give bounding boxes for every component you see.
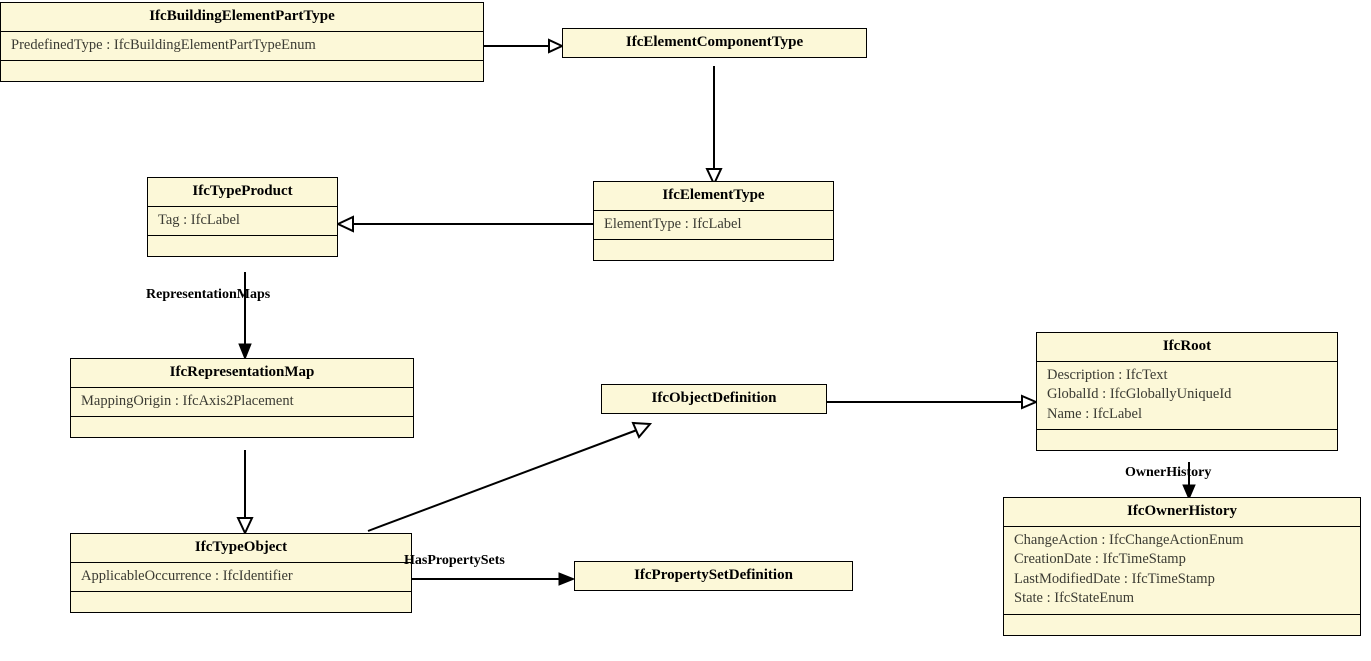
class-box-ifcpropertysetdefinition[interactable]: IfcPropertySetDefinition (574, 561, 853, 591)
class-box-ifcrepresentationmap[interactable]: IfcRepresentationMap MappingOrigin : Ifc… (70, 358, 414, 439)
edge-label-representation-maps: RepresentationMaps (146, 287, 271, 302)
class-divider (71, 591, 411, 593)
class-attributes: PredefinedType : IfcBuildingElementPartT… (1, 32, 483, 61)
class-name-ifcbuildingelementparttype: IfcBuildingElementPartType (149, 8, 335, 24)
class-operations (1004, 615, 1360, 635)
class-attribute: State : IfcStateEnum (1014, 590, 1134, 607)
class-attribute: Description : IfcText (1047, 366, 1168, 383)
class-name-ifctypeproduct: IfcTypeProduct (192, 183, 293, 199)
edge-part-to-componenttype (484, 38, 565, 54)
class-box-ifcownerhistory[interactable]: IfcOwnerHistory ChangeAction : IfcChange… (1003, 497, 1361, 636)
class-divider (1004, 525, 1360, 527)
edge-label-owner-history: OwnerHistory (1125, 465, 1212, 480)
edge-typeobject-to-objectdefinition (367, 421, 653, 532)
class-name-ifcelementcomponenttype: IfcElementComponentType (625, 34, 804, 50)
class-attribute: ChangeAction : IfcChangeActionEnum (1014, 531, 1244, 548)
class-name-ifcrepresentationmap: IfcRepresentationMap (169, 364, 315, 380)
class-attribute: PredefinedType : IfcBuildingElementPartT… (11, 36, 316, 53)
class-name-ifcroot: IfcRoot (1162, 338, 1212, 354)
class-operations (1, 61, 483, 81)
class-divider (1037, 429, 1337, 431)
class-attribute: ElementType : IfcLabel (604, 215, 742, 232)
class-divider (71, 386, 413, 388)
class-box-ifcbuildingelementparttype[interactable]: IfcBuildingElementPartType PredefinedTyp… (0, 2, 484, 83)
edge-typeobject-to-propertysetdefinition (412, 572, 576, 586)
class-attributes: ChangeAction : IfcChangeActionEnum Creat… (1004, 527, 1360, 614)
class-attribute: GlobalId : IfcGloballyUniqueId (1047, 386, 1232, 403)
class-box-ifcelementtype[interactable]: IfcElementType ElementType : IfcLabel (593, 181, 834, 262)
class-divider (71, 561, 411, 563)
class-attributes: MappingOrigin : IfcAxis2Placement (71, 388, 413, 417)
class-divider (71, 416, 413, 418)
class-name-ifcpropertysetdefinition: IfcPropertySetDefinition (634, 567, 793, 583)
class-name-ifcelementtype: IfcElementType (662, 187, 765, 203)
class-name-ifcobjectdefinition: IfcObjectDefinition (651, 390, 777, 406)
class-operations (1037, 430, 1337, 450)
class-attributes: Description : IfcText GlobalId : IfcGlob… (1037, 362, 1337, 430)
edge-elementtype-to-typeproduct (335, 215, 593, 233)
edge-representationmap-to-typeobject (236, 450, 254, 536)
class-divider (1004, 613, 1360, 615)
class-operations (71, 417, 413, 437)
class-attribute: CreationDate : IfcTimeStamp (1014, 551, 1186, 568)
class-attribute: Tag : IfcLabel (158, 211, 240, 228)
class-divider (1037, 360, 1337, 362)
class-box-ifctypeproduct[interactable]: IfcTypeProduct Tag : IfcLabel (147, 177, 338, 258)
class-divider (594, 209, 833, 211)
class-operations (148, 236, 337, 256)
class-name-ifcownerhistory: IfcOwnerHistory (1127, 503, 1237, 519)
edge-objectdefinition-to-root (827, 394, 1039, 410)
class-box-ifcroot[interactable]: IfcRoot Description : IfcText GlobalId :… (1036, 332, 1338, 452)
class-name-ifctypeobject: IfcTypeObject (194, 539, 288, 555)
class-divider (1, 60, 483, 62)
class-attributes: ElementType : IfcLabel (594, 211, 833, 240)
class-divider (1, 30, 483, 32)
class-divider (148, 205, 337, 207)
edge-label-has-property-sets: HasPropertySets (404, 553, 505, 568)
class-divider (148, 235, 337, 237)
class-attributes: ApplicableOccurrence : IfcIdentifier (71, 563, 411, 592)
class-box-ifcobjectdefinition[interactable]: IfcObjectDefinition (601, 384, 827, 414)
edge-componenttype-to-elementtype (705, 66, 723, 187)
class-attributes: Tag : IfcLabel (148, 207, 337, 236)
class-attribute: Name : IfcLabel (1047, 405, 1143, 422)
class-box-ifcelementcomponenttype[interactable]: IfcElementComponentType (562, 28, 867, 58)
class-attribute: MappingOrigin : IfcAxis2Placement (81, 392, 294, 409)
class-operations (594, 240, 833, 260)
edge-typeproduct-to-representationmap (238, 272, 252, 361)
class-operations (71, 592, 411, 612)
class-divider (594, 239, 833, 241)
class-attribute: ApplicableOccurrence : IfcIdentifier (81, 567, 293, 584)
class-attribute: LastModifiedDate : IfcTimeStamp (1014, 570, 1215, 587)
class-box-ifctypeobject[interactable]: IfcTypeObject ApplicableOccurrence : Ifc… (70, 533, 412, 614)
